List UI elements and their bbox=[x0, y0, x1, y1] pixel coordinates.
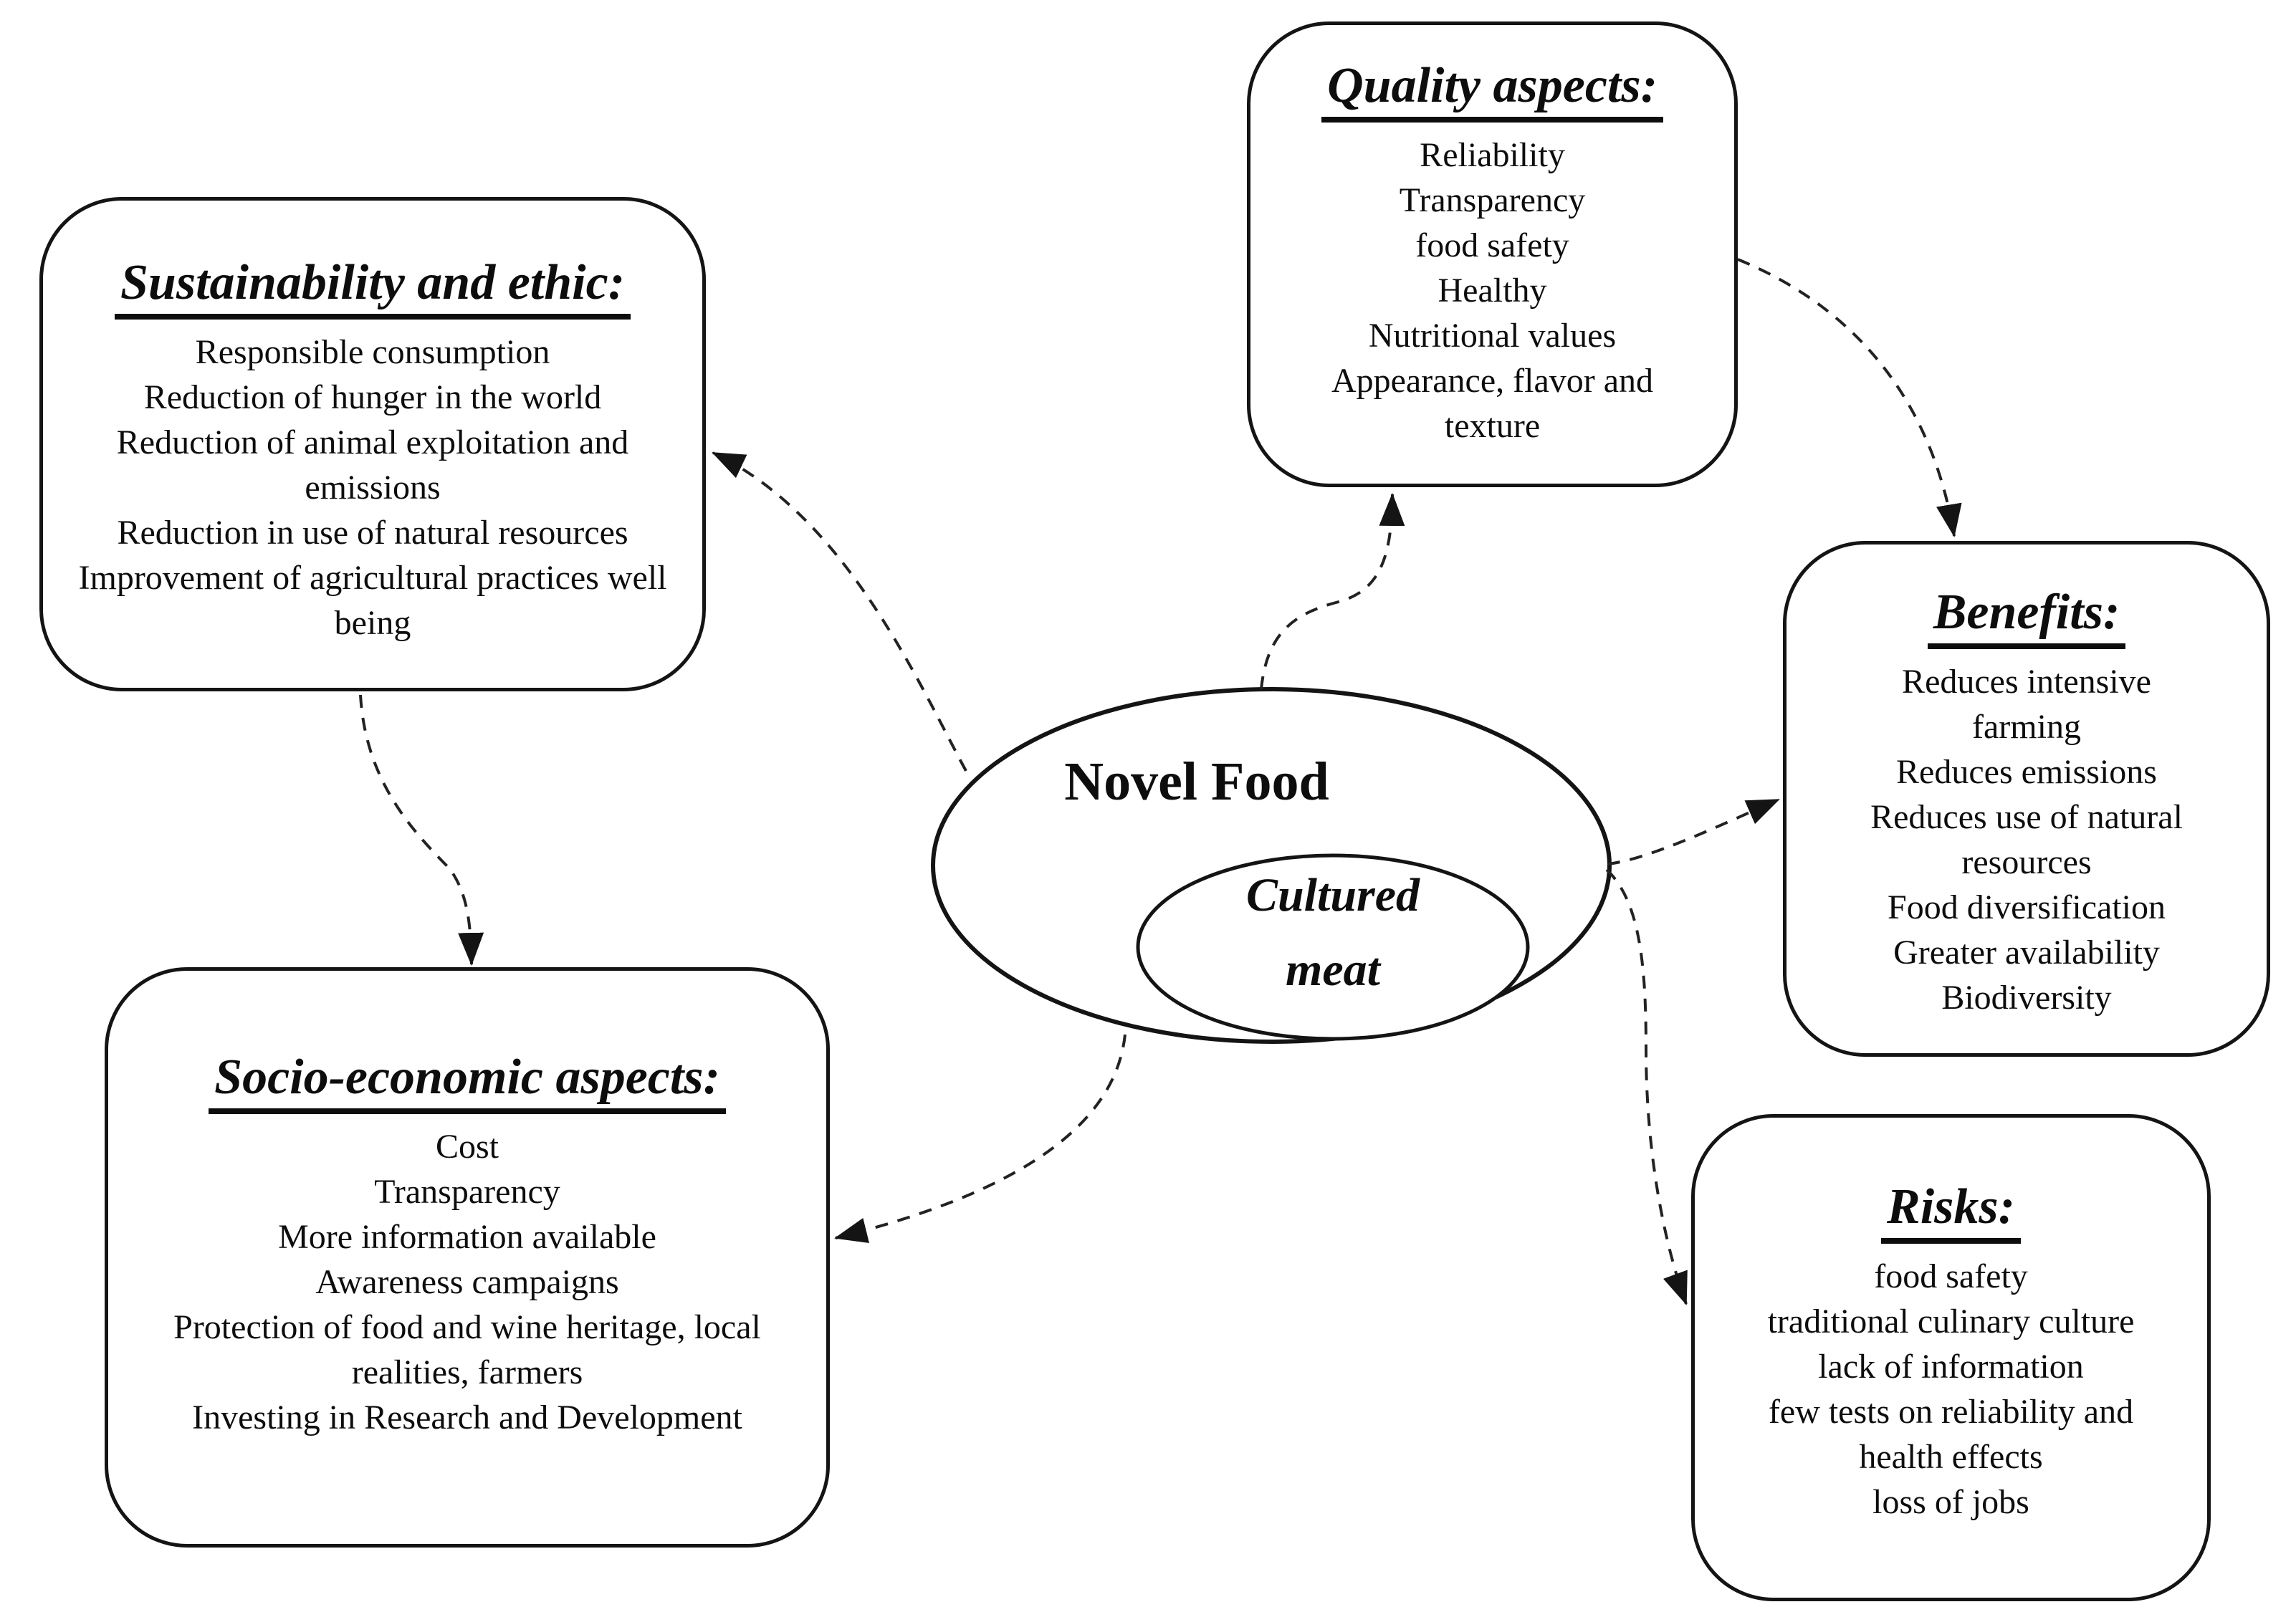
box-risks-title: Risks: bbox=[1881, 1180, 2021, 1244]
arrow-novel-food-to-quality bbox=[1260, 493, 1405, 690]
list-item: Reduces emissions bbox=[1896, 753, 2157, 792]
list-item: More information available bbox=[278, 1218, 656, 1257]
list-item: Transparency bbox=[374, 1173, 560, 1212]
list-item: Biodiversity bbox=[1941, 979, 2112, 1017]
box-socio-economic-title: Socio-economic aspects: bbox=[209, 1050, 726, 1115]
arrow-novel-food-to-benefits bbox=[1607, 798, 1780, 865]
list-item: traditional culinary culture bbox=[1767, 1302, 2135, 1341]
box-sustainability-items: Responsible consumption Reduction of hun… bbox=[43, 330, 702, 646]
box-sustainability-title: Sustainability and ethic: bbox=[115, 256, 631, 320]
list-item: Investing in Research and Development bbox=[192, 1398, 742, 1437]
list-item: Appearance, flavor and texture bbox=[1331, 362, 1654, 446]
arrow-novel-food-to-sustainability bbox=[712, 451, 967, 772]
box-risks: Risks: food safety traditional culinary … bbox=[1691, 1114, 2211, 1601]
box-benefits: Benefits: Reduces intensive farming Redu… bbox=[1783, 541, 2270, 1057]
list-item: few tests on reliability and health effe… bbox=[1768, 1393, 2134, 1477]
arrow-novel-food-to-risks bbox=[1605, 868, 1688, 1305]
box-quality-aspects-title: Quality aspects: bbox=[1321, 59, 1663, 123]
box-socio-economic-items: Cost Transparency More information avail… bbox=[108, 1124, 826, 1440]
novel-food-label: Novel Food bbox=[1064, 752, 1329, 812]
arrow-novel-food-to-socio bbox=[834, 1034, 1127, 1243]
list-item: Reliability bbox=[1420, 136, 1565, 175]
box-benefits-items: Reduces intensive farming Reduces emissi… bbox=[1786, 659, 2267, 1020]
list-item: lack of information bbox=[1818, 1348, 2084, 1386]
list-item: loss of jobs bbox=[1872, 1483, 2029, 1522]
list-item: Reduction of hunger in the world bbox=[143, 378, 602, 417]
box-benefits-title: Benefits: bbox=[1927, 585, 2126, 650]
box-quality-aspects: Quality aspects: Reliability Transparenc… bbox=[1247, 21, 1738, 487]
arrow-quality-to-benefits bbox=[1737, 258, 1962, 537]
list-item: Protection of food and wine heritage, lo… bbox=[173, 1308, 761, 1392]
box-socio-economic: Socio-economic aspects: Cost Transparenc… bbox=[105, 967, 830, 1548]
cultured-meat-ellipse bbox=[1136, 853, 1530, 1041]
list-item: Nutritional values bbox=[1368, 317, 1617, 355]
list-item: Greater availability bbox=[1893, 934, 2160, 972]
box-risks-items: food safety traditional culinary culture… bbox=[1695, 1254, 2207, 1525]
box-quality-aspects-items: Reliability Transparency food safety Hea… bbox=[1250, 133, 1734, 448]
list-item: Transparency bbox=[1399, 181, 1586, 220]
list-item: Improvement of agricultural practices we… bbox=[78, 559, 667, 643]
list-item: Reduction of animal exploitation and emi… bbox=[116, 423, 629, 507]
list-item: Food diversification bbox=[1888, 888, 2166, 927]
list-item: Reduces intensive farming bbox=[1902, 663, 2151, 747]
list-item: Awareness campaigns bbox=[315, 1263, 619, 1302]
list-item: Reduction in use of natural resources bbox=[117, 514, 628, 552]
arrow-sustainability-to-socio bbox=[359, 694, 484, 966]
list-item: Healthy bbox=[1438, 272, 1547, 310]
list-item: Reduces use of natural resources bbox=[1870, 798, 2183, 882]
list-item: Responsible consumption bbox=[195, 333, 550, 372]
list-item: food safety bbox=[1415, 226, 1569, 265]
list-item: Cost bbox=[435, 1128, 499, 1166]
box-sustainability: Sustainability and ethic: Responsible co… bbox=[39, 197, 706, 691]
list-item: food safety bbox=[1874, 1257, 2028, 1296]
cultured-meat-label: Cultured meat bbox=[1245, 869, 1420, 996]
